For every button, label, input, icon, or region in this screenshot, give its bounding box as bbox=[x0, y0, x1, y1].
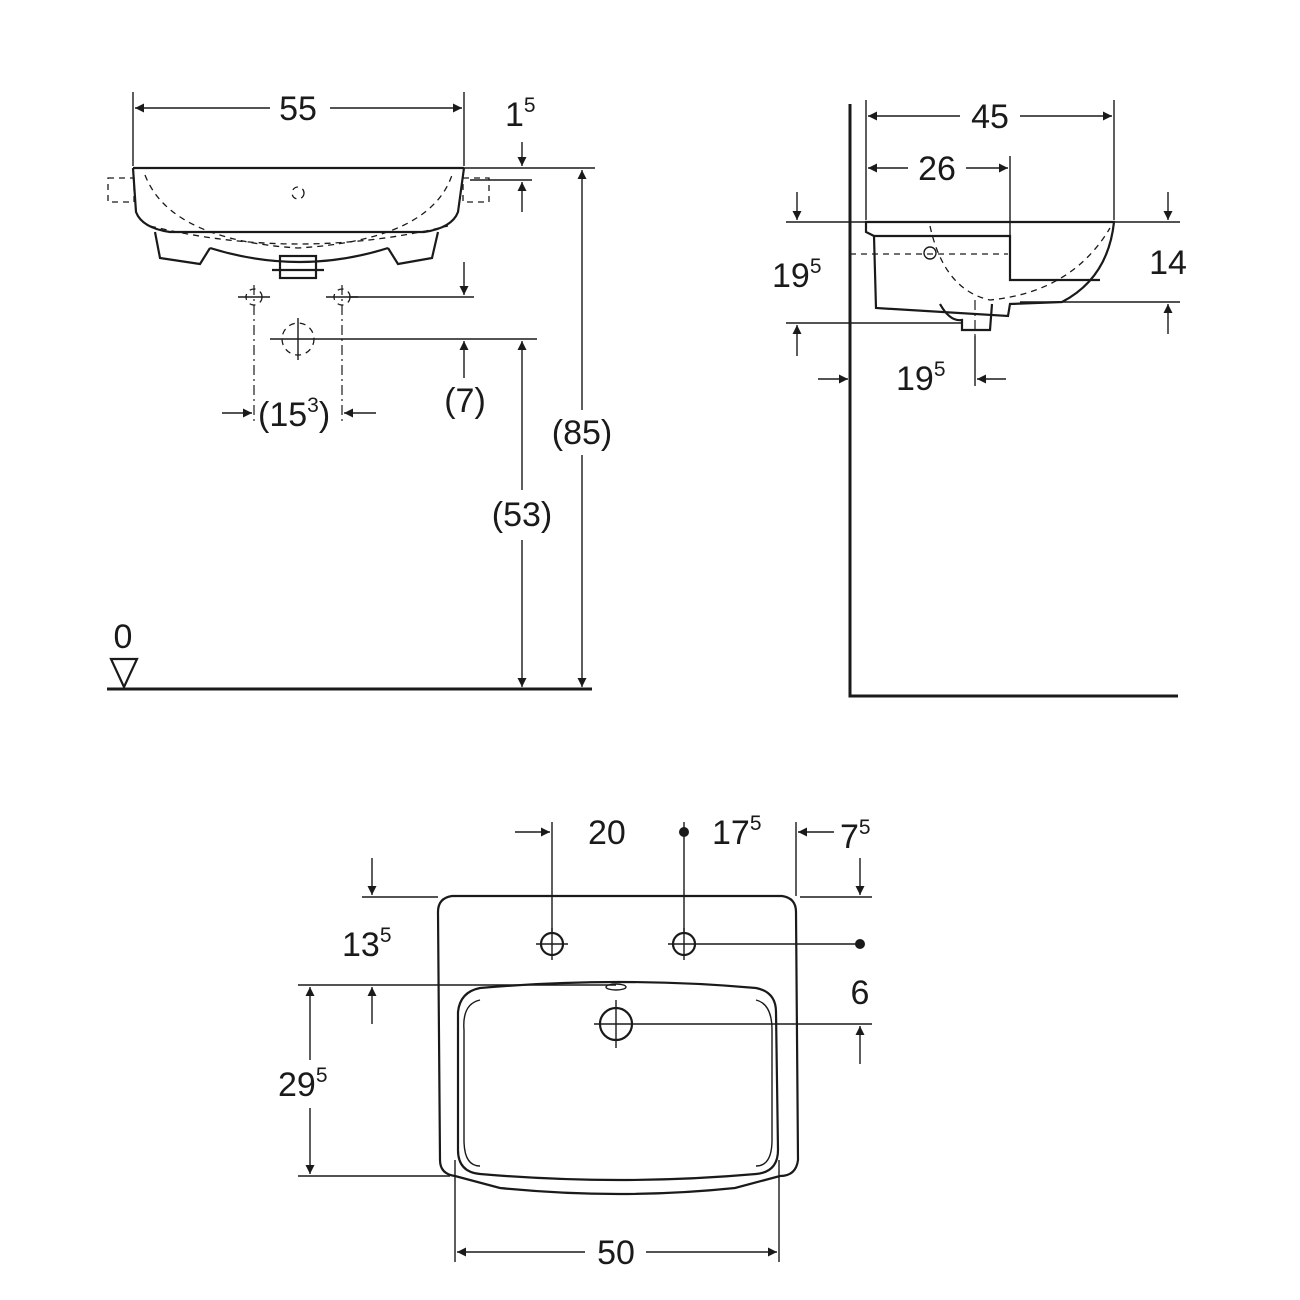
rim-height-label: (85) bbox=[552, 414, 612, 452]
overflow-distance-label: 6 bbox=[851, 974, 870, 1012]
rim-thickness-label: 15 bbox=[505, 94, 536, 134]
front-connection-points bbox=[238, 285, 537, 425]
waste-distance-label: 195 bbox=[896, 358, 946, 398]
front-view: 55 15 (153) (7) (85) (53) 0 bbox=[107, 90, 612, 691]
waste-height-label: (53) bbox=[492, 496, 552, 534]
side-view: 45 26 195 14 195 bbox=[772, 98, 1187, 698]
top-holes bbox=[536, 928, 872, 1048]
front-basin-outline bbox=[107, 166, 490, 280]
bowl-width-label: 50 bbox=[597, 1234, 635, 1272]
rear-offset-label: 75 bbox=[840, 816, 871, 856]
side-basin-outline bbox=[850, 220, 1116, 336]
tap-hole-right-label: 175 bbox=[712, 812, 762, 852]
top-view: 20 175 75 135 6 295 50 bbox=[278, 812, 872, 1272]
side-depth-label: 45 bbox=[971, 98, 1009, 136]
top-basin-outline bbox=[436, 894, 800, 1196]
tap-hole-left-label: 20 bbox=[588, 814, 626, 852]
wall-and-floor bbox=[848, 104, 1178, 698]
bowl-length-label: 295 bbox=[278, 1064, 328, 1104]
trap-offset-label: (7) bbox=[444, 382, 486, 420]
floor-level-symbol bbox=[109, 657, 139, 690]
tap-spacing-label: (153) bbox=[258, 394, 330, 434]
bowl-depth-label: 26 bbox=[918, 150, 956, 188]
tap-row-distance-label: 135 bbox=[342, 924, 392, 964]
bracket-height-label: 195 bbox=[772, 255, 822, 295]
front-width-label: 55 bbox=[279, 90, 317, 128]
bowl-height-label: 14 bbox=[1149, 244, 1187, 282]
floor-level-label: 0 bbox=[114, 618, 133, 656]
